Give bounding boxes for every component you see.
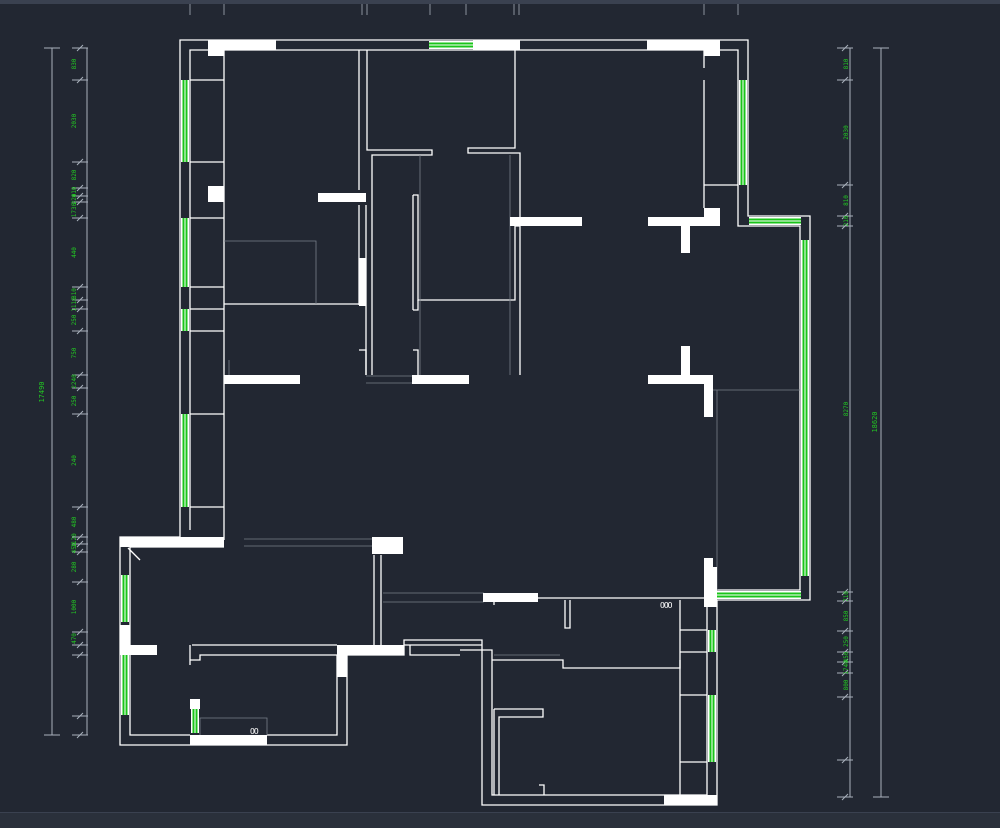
left-dimension-label: 2030 (71, 113, 78, 128)
window-frame (429, 41, 473, 49)
solid-walls (120, 40, 720, 805)
left-dimension-label: 480 (71, 516, 78, 527)
left-dimension-label: 250 (71, 314, 78, 325)
left-dimension-label: 240 (71, 455, 78, 466)
right-stove-burners: OOO (660, 601, 673, 610)
left-dimension-chain (44, 44, 88, 739)
right-dimension-label: 810 (843, 195, 850, 206)
left-dimension-label: 280 (71, 561, 78, 572)
thin-walls (119, 39, 811, 806)
left-dimension-label: 220 (71, 193, 78, 204)
right-dimension-label: 210 (843, 215, 850, 226)
top-ruler-ticks (189, 4, 739, 15)
left-dimension-label: 820 (71, 169, 78, 180)
left-dimension-label: 1110 (71, 297, 78, 312)
left-dimension-label: 1000 (71, 599, 78, 614)
left-dimension-label: 1730 (71, 202, 78, 217)
right-total-dimension: 18620 (871, 411, 879, 432)
left-dimension-label: 310 (71, 288, 78, 299)
left-dimension-label: 750 (71, 347, 78, 358)
right-dimension-label: 8270 (843, 401, 850, 416)
left-dimension-label: 2240 (71, 374, 78, 389)
left-dimension-label: 1120 (71, 533, 78, 548)
window-frame (708, 695, 716, 762)
windows (121, 41, 809, 762)
window-frame (121, 575, 129, 622)
window-frame (181, 218, 189, 287)
left-dimension-label: 830 (71, 58, 78, 69)
window-frame (708, 630, 716, 652)
window-frame (191, 709, 199, 733)
left-dimension-label: 250 (71, 395, 78, 406)
window-frame (801, 240, 809, 576)
window-frame (739, 80, 747, 185)
lower-stove-burners: OO (250, 727, 259, 736)
window-frame (181, 414, 189, 507)
right-dimension-label: 1740 (843, 660, 850, 675)
window-frame (717, 591, 801, 599)
right-dimension-label: 250 (843, 636, 850, 647)
left-dimension-label: 450 (71, 542, 78, 553)
right-dimension-label: 450 (843, 651, 850, 662)
right-dimension-label: 850 (843, 610, 850, 621)
left-dimension-label: 470 (71, 633, 78, 644)
top-toolbar-edge (0, 0, 1000, 4)
right-dimension-label: 800 (843, 679, 850, 690)
right-dimension-label: 710 (843, 591, 850, 602)
left-total-dimension: 17490 (38, 381, 46, 402)
reference-lines (199, 155, 800, 735)
window-frame (749, 217, 801, 225)
right-dimension-chain (837, 44, 889, 801)
window-frame (121, 655, 129, 715)
status-bar (0, 812, 1000, 828)
left-dimension-label: 410 (71, 186, 78, 197)
window-frame (181, 80, 189, 162)
right-dimension-label: 2030 (843, 125, 850, 140)
window-frame (181, 309, 189, 331)
left-dimension-label: 440 (71, 247, 78, 258)
right-dimension-label: 810 (843, 58, 850, 69)
